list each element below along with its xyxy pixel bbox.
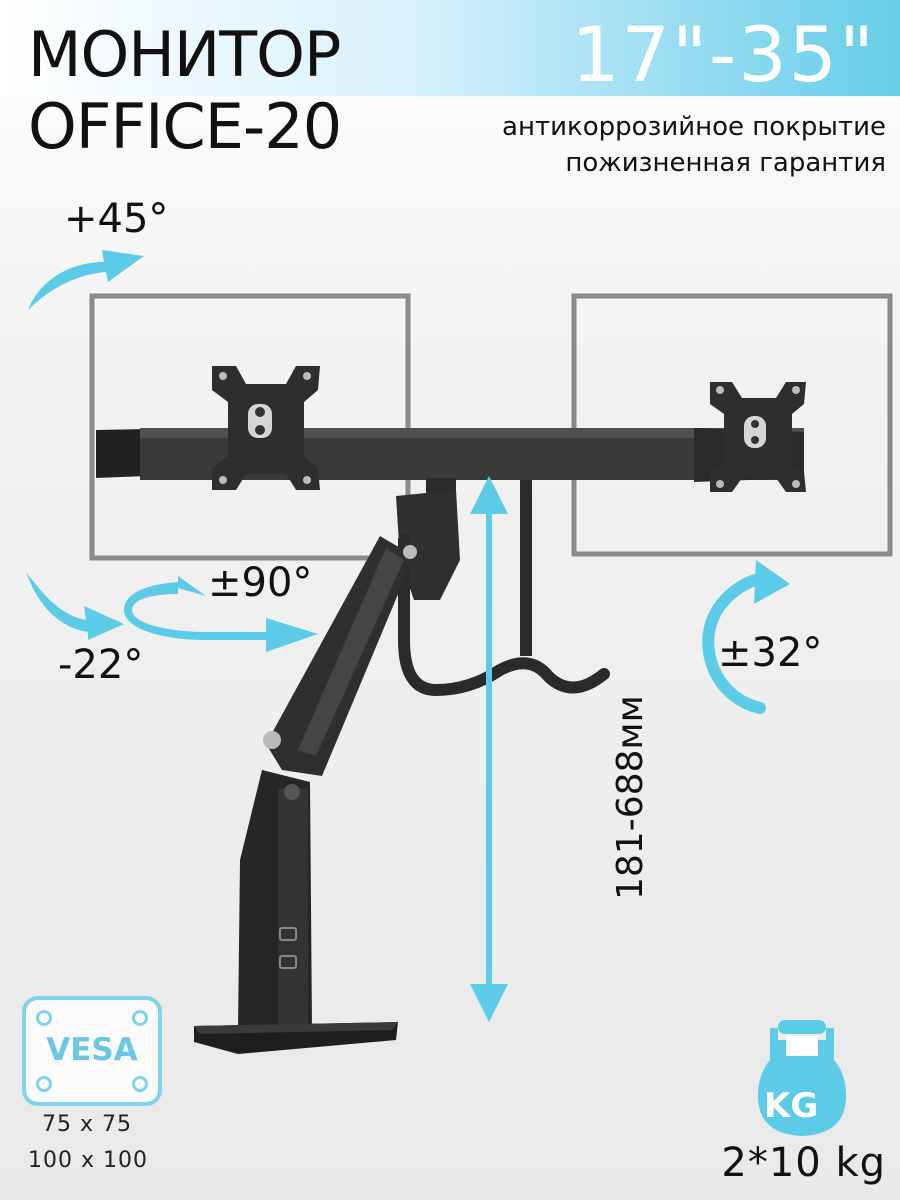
- feature-coating: антикоррозийное покрытие: [502, 112, 886, 142]
- tilt-down-label: -22°: [58, 642, 144, 688]
- product-model: OFFICE-20: [28, 90, 342, 163]
- kettlebell-icon: [758, 1020, 846, 1136]
- tilt-down-arrow-icon: [26, 572, 124, 640]
- right-monitor-outline: [571, 293, 893, 557]
- arm-top-joint: [396, 478, 532, 656]
- kettlebell-label: KG: [764, 1086, 819, 1126]
- height-arrow-icon: [470, 476, 508, 1022]
- tilt-arrow-icon: [28, 250, 144, 310]
- weight-capacity: 2*10 kg: [721, 1140, 886, 1186]
- gas-spring-arm: [263, 536, 417, 776]
- rotation-arrow-icon: [702, 560, 790, 714]
- product-title: МОНИТОР: [28, 18, 341, 91]
- left-monitor-outline: [89, 293, 411, 561]
- swivel-arrow-icon: [124, 576, 318, 652]
- vesa-size-small: 75 x 75: [42, 1112, 132, 1137]
- mount-base: [194, 1022, 398, 1054]
- left-vesa-plate: [212, 366, 320, 490]
- mount-pole: [238, 770, 312, 1030]
- vesa-label: VESA: [46, 1032, 138, 1068]
- height-range-label: 181-688мм: [610, 695, 651, 900]
- handle-bar: [398, 534, 610, 697]
- crossbar: [96, 428, 804, 482]
- tilt-up-label: +45°: [64, 196, 169, 242]
- right-vesa-plate: [710, 382, 806, 492]
- header-banner: [0, 0, 900, 96]
- screen-size-range: 17"-35": [571, 10, 876, 99]
- vesa-icon: VESA: [22, 996, 162, 1106]
- vesa-size-large: 100 x 100: [28, 1148, 148, 1173]
- feature-warranty: пожизненная гарантия: [565, 148, 886, 178]
- swivel-label: ±90°: [208, 560, 313, 606]
- rotation-label: ±32°: [718, 630, 823, 676]
